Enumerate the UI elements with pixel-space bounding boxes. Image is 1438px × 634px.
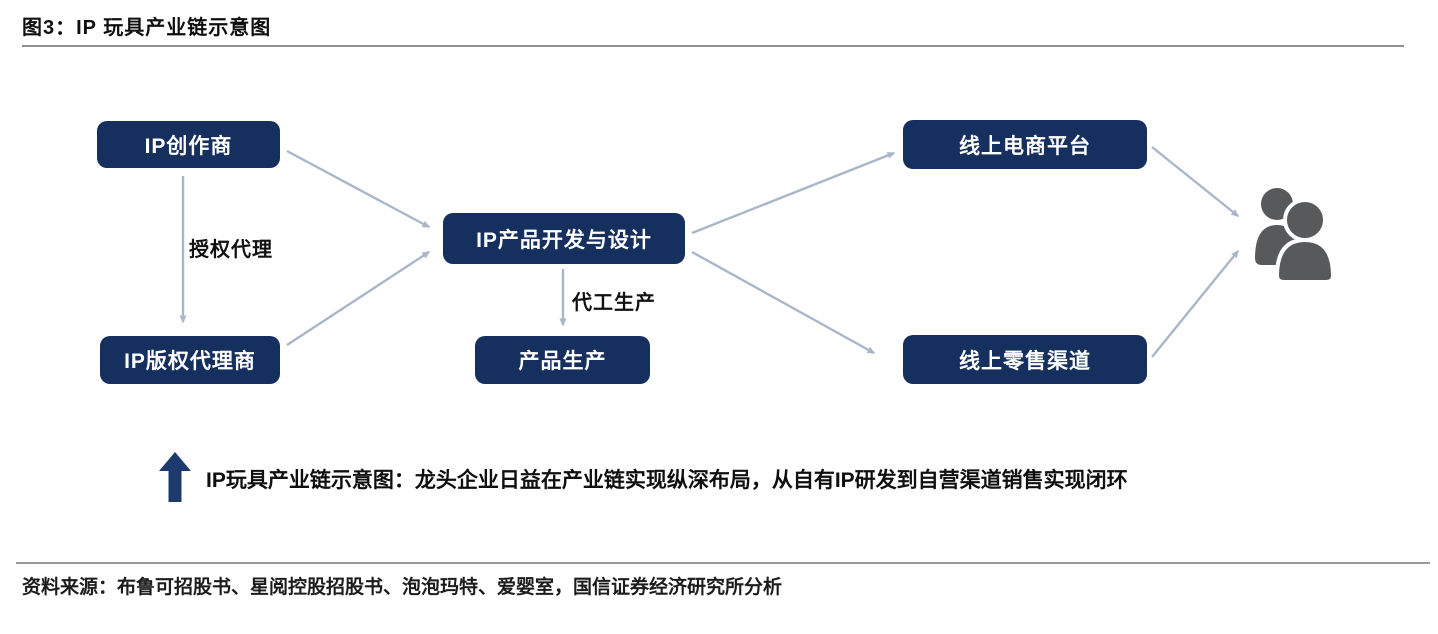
edge-label-license-agency: 授权代理 <box>189 239 273 261</box>
title-divider <box>22 45 1404 47</box>
node-product-production: 产品生产 <box>475 336 650 384</box>
source-divider <box>16 562 1430 564</box>
edge-label-oem-production: 代工生产 <box>572 292 656 314</box>
node-ip-creator: IP创作商 <box>97 121 280 168</box>
node-online-ecommerce-platform: 线上电商平台 <box>903 120 1147 169</box>
node-ip-copyright-agent: IP版权代理商 <box>100 336 280 384</box>
users-icon <box>1255 188 1335 284</box>
node-online-retail-channel: 线上零售渠道 <box>903 335 1147 384</box>
node-ip-product-development: IP产品开发与设计 <box>443 213 685 264</box>
annotation-text: IP玩具产业链示意图：龙头企业日益在产业链实现纵深布局，从自有IP研发到自营渠道… <box>206 469 1128 492</box>
up-arrow-icon <box>159 452 191 502</box>
source-text: 资料来源：布鲁可招股书、星阅控股招股书、泡泡玛特、爱婴室，国信证券经济研究所分析 <box>22 577 783 598</box>
figure-title: 图3：IP 玩具产业链示意图 <box>22 17 272 39</box>
